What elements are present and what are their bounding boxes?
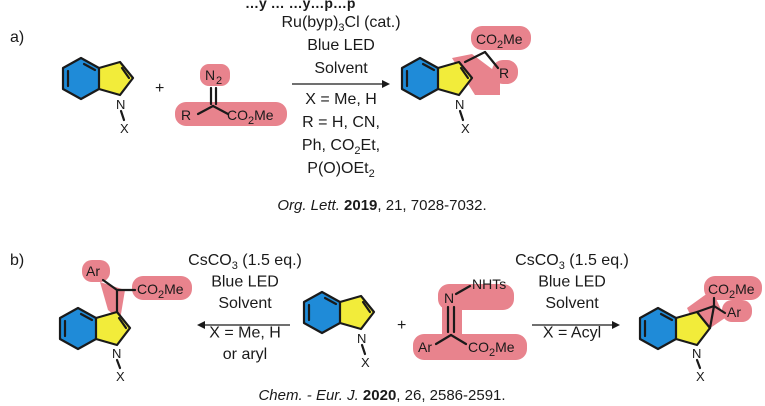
condition-line: CsCO3 (1.5 eq.) [515, 252, 629, 272]
reaction-arrow-b-right [532, 321, 620, 329]
highlight-product-ester [471, 26, 531, 50]
right-Ar-label: Ar [727, 304, 741, 320]
product-b-left-structure: Ar CO2Me N X [58, 260, 192, 384]
highlight-ester [175, 102, 287, 126]
product-a-R-label: R [499, 65, 509, 81]
right-product-N-label: N [692, 346, 701, 361]
indole-X-label: X [120, 121, 129, 136]
product-a-N-label: N [455, 97, 464, 112]
diazo-reagent: N 2 R CO2Me [175, 64, 287, 127]
condition-line: CsCO3 (1.5 eq.) [188, 252, 302, 272]
highlight-hydrazone-link [442, 305, 462, 337]
condition-line: Blue LED [307, 37, 375, 54]
plus-sign-b: + [397, 317, 406, 334]
condition-line: Solvent [545, 295, 599, 312]
right-ester-label: CO2Me [708, 281, 755, 301]
hydrazone-N-label: N [444, 290, 454, 306]
indole-structure-b: N X [302, 290, 376, 370]
conditions-b-left: CsCO3 (1.5 eq.) Blue LED Solvent X = Me, H o… [188, 252, 302, 363]
hydrazone-NHTs-label: NHTs [472, 276, 506, 292]
right-product-X-label: X [696, 369, 705, 384]
diazo-N-label: N [205, 67, 215, 83]
panel-a-label: a) [10, 29, 24, 46]
diazo-ester-label: CO2Me [227, 107, 274, 127]
left-Ar-label: Ar [86, 263, 100, 279]
reaction-arrow-b-left [197, 321, 290, 329]
reaction-arrow-a [292, 80, 390, 88]
highlight-right-ester [704, 276, 762, 300]
highlight-hydrazone-top [438, 284, 514, 310]
product-b-right-structure: CO2Me Ar N X [638, 276, 762, 384]
condition-line: Blue LED [211, 274, 279, 291]
condition-line: R = H, CN, [302, 114, 380, 131]
condition-line: Blue LED [538, 274, 606, 291]
conditions-b-right: CsCO3 (1.5 eq.) Blue LED Solvent X = Acyl [515, 252, 629, 342]
indole-N-label: N [116, 97, 125, 112]
citation-a: Org. Lett. 2019, 21, 7028-7032. [277, 197, 486, 214]
highlight-right-Ar [722, 300, 752, 322]
condition-line: X = Me, H [305, 91, 377, 108]
plus-sign-a: + [155, 80, 164, 97]
highlight-product-R [492, 60, 518, 84]
product-a-X-label: X [461, 121, 470, 136]
highlight-left-ester [132, 276, 192, 300]
partial-header: …y … …y…p…p [245, 0, 355, 11]
product-a-ester-label: CO2Me [476, 31, 523, 51]
highlight-product-bond [452, 54, 500, 95]
highlight-left-bond [100, 282, 125, 320]
hydrazone-reagent: N NHTs Ar CO2Me [413, 276, 527, 360]
condition-line: Solvent [314, 60, 368, 77]
hydrazone-Ar-label: Ar [418, 339, 432, 355]
condition-line: P(O)OEt2 [307, 160, 374, 180]
conditions-a: Ru(byp)3Cl (cat.) Blue LED Solvent X = Me, … [281, 14, 400, 180]
center-indole-N-label: N [357, 331, 366, 346]
left-product-X-label: X [116, 369, 125, 384]
left-product-N-label: N [112, 346, 121, 361]
highlight-left-Ar [82, 260, 110, 282]
condition-line: X = Me, H [209, 325, 281, 342]
product-a-structure: CO2Me R N X [400, 26, 531, 136]
condition-line: or aryl [223, 346, 267, 363]
highlight-N2 [200, 64, 230, 86]
condition-line: Ru(byp)3Cl (cat.) [281, 14, 400, 34]
condition-line: Solvent [218, 295, 272, 312]
hydrazone-ester-label: CO2Me [468, 339, 515, 359]
diazo-N-sub: 2 [216, 75, 222, 87]
condition-line: X = Acyl [543, 325, 601, 342]
indole-structure-a: N X [61, 56, 135, 136]
left-ester-label: CO2Me [137, 281, 184, 301]
diazo-R-label: R [181, 107, 191, 123]
citation-b: Chem. - Eur. J. 2020, 26, 2586-2591. [258, 387, 505, 404]
panel-b-label: b) [10, 252, 24, 269]
center-indole-X-label: X [361, 355, 370, 370]
pyrrole-ring [676, 312, 710, 345]
condition-line: Ph, CO2Et, [302, 137, 380, 157]
